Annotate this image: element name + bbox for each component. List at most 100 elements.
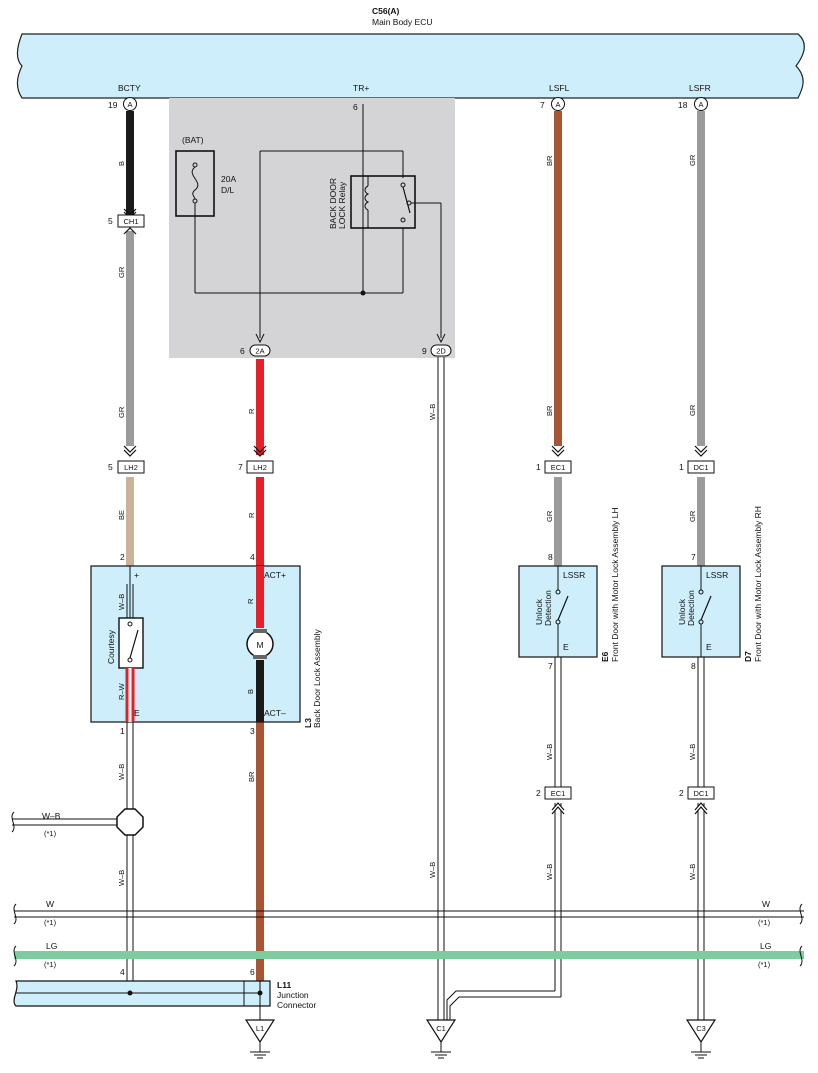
l11-pin-a: 4: [120, 967, 125, 977]
wire-label-lsfr-mid: GR: [688, 404, 697, 416]
bus-lg-label-left: LG: [46, 941, 57, 951]
pin-7-connector: 7 A: [540, 97, 565, 111]
svg-text:1: 1: [536, 462, 541, 472]
svg-text:2: 2: [536, 788, 541, 798]
svg-text:18: 18: [678, 100, 688, 110]
l3-code: L3: [303, 718, 313, 728]
relay-switch-icon: [402, 186, 411, 214]
relay-box: [350, 175, 416, 229]
wire-label-bcty-mid2: GR: [117, 406, 126, 418]
svg-text:A: A: [555, 100, 560, 109]
l3-e: E: [134, 708, 140, 718]
bus-w: [13, 903, 804, 925]
e6-pin-in: 8: [548, 552, 553, 562]
svg-text:2A: 2A: [255, 347, 264, 356]
bus-lg: [13, 945, 804, 967]
wire-label-d7-2: W–B: [688, 864, 697, 880]
bus-w-note-left: (*1): [44, 918, 57, 927]
l11-code: L11: [277, 980, 291, 990]
e6-lssr: LSSR: [563, 570, 585, 580]
e6-code: E6: [600, 651, 610, 662]
svg-text:C1: C1: [436, 1024, 446, 1033]
d7-pin-in: 7: [691, 552, 696, 562]
d7-det1: Unlock: [677, 598, 687, 625]
svg-text:7: 7: [540, 100, 545, 110]
connector-ec1-bottom: EC1 2: [536, 786, 572, 815]
l11-pin-b: 6: [250, 967, 255, 977]
l3-plus: +: [134, 570, 139, 580]
e6-switch-icon: [557, 595, 569, 621]
svg-text:19: 19: [108, 100, 118, 110]
svg-text:5: 5: [108, 216, 113, 226]
wire-label-lsfl-low: GR: [545, 510, 554, 522]
svg-text:A: A: [698, 100, 703, 109]
ecu-body: [16, 33, 805, 99]
l3-pin2: 2: [120, 552, 125, 562]
svg-text:EC1: EC1: [551, 463, 566, 472]
l3-inner-b: B: [246, 689, 255, 694]
svg-text:6: 6: [240, 346, 245, 356]
left-branch-label: W–B: [42, 811, 61, 821]
wire-label-d7-1: W–B: [688, 744, 697, 760]
l3-act-minus: ACT–: [264, 708, 286, 718]
courtesy-label: Courtesy: [106, 629, 116, 664]
bus-w-label-left: W: [46, 899, 54, 909]
wire-label-tr2d: W–B: [428, 404, 437, 420]
d7-e: E: [706, 642, 712, 652]
d7-code: D7: [743, 651, 753, 662]
d7-det2: Detection: [686, 590, 696, 626]
bus-w-label-right: W: [762, 899, 770, 909]
e6-e: E: [563, 642, 569, 652]
wire-label-act-br: BR: [247, 771, 256, 782]
left-branch-note: (*1): [44, 829, 57, 838]
svg-text:C3: C3: [696, 1024, 706, 1033]
svg-text:DC1: DC1: [693, 463, 708, 472]
svg-text:2D: 2D: [436, 347, 446, 356]
svg-text:DC1: DC1: [693, 789, 708, 798]
l3-pin1: 1: [120, 726, 125, 736]
bat-label: (BAT): [182, 135, 204, 145]
ground-c3: C3: [685, 1019, 717, 1059]
arrow-2a-icon: [255, 333, 265, 344]
pin-lsfr-label: LSFR: [689, 83, 711, 93]
junction-dot: [360, 290, 366, 296]
wire-label-l3-2: W–B: [117, 870, 126, 886]
relay-coil-icon: [364, 185, 370, 211]
arrow-2d-icon: [436, 333, 446, 344]
l11-name2: Connector: [277, 1000, 316, 1010]
fuse-name: D/L: [221, 185, 235, 195]
d7-lssr: LSSR: [706, 570, 728, 580]
svg-text:CH1: CH1: [123, 217, 138, 226]
svg-text:5: 5: [108, 462, 113, 472]
wire-label-e6-1: W–B: [545, 744, 554, 760]
l3-inner-r: R: [246, 598, 255, 604]
l11-dot-a: [127, 990, 133, 996]
svg-text:1: 1: [679, 462, 684, 472]
pin-19-connector: 19 A: [108, 97, 137, 111]
connector-dc1-bottom: DC1 2: [679, 786, 715, 815]
connector-2a: 2A 6: [240, 344, 271, 357]
svg-text:2: 2: [679, 788, 684, 798]
pin-lsfl-label: LSFL: [549, 83, 570, 93]
motor-label: M: [256, 640, 263, 650]
svg-text:7: 7: [238, 462, 243, 472]
bus-lg-note-right: (*1): [758, 960, 771, 969]
ground-l1: L1: [244, 1019, 276, 1059]
wire-label-lsfr-top: GR: [688, 154, 697, 166]
pin-tr-num: 6: [353, 102, 358, 112]
wire-label-act-mid: R: [247, 512, 256, 518]
svg-text:A: A: [127, 100, 132, 109]
connector-2d: 2D 9: [422, 344, 452, 357]
bus-w-note-right: (*1): [758, 918, 771, 927]
wire-label-bcty-top: B: [117, 161, 126, 166]
relay-name-1: BACK DOOR: [328, 178, 338, 229]
connector-ch1: CH1 5: [108, 208, 145, 235]
pin-bcty-label: BCTY: [118, 83, 141, 93]
l3-pin4: 4: [250, 552, 255, 562]
ecu-name: Main Body ECU: [372, 17, 432, 27]
svg-text:L1: L1: [256, 1024, 264, 1033]
l3-pin3: 3: [250, 726, 255, 736]
l3-inner-rw: R–W: [117, 682, 126, 700]
e6-pin-out: 7: [548, 661, 553, 671]
